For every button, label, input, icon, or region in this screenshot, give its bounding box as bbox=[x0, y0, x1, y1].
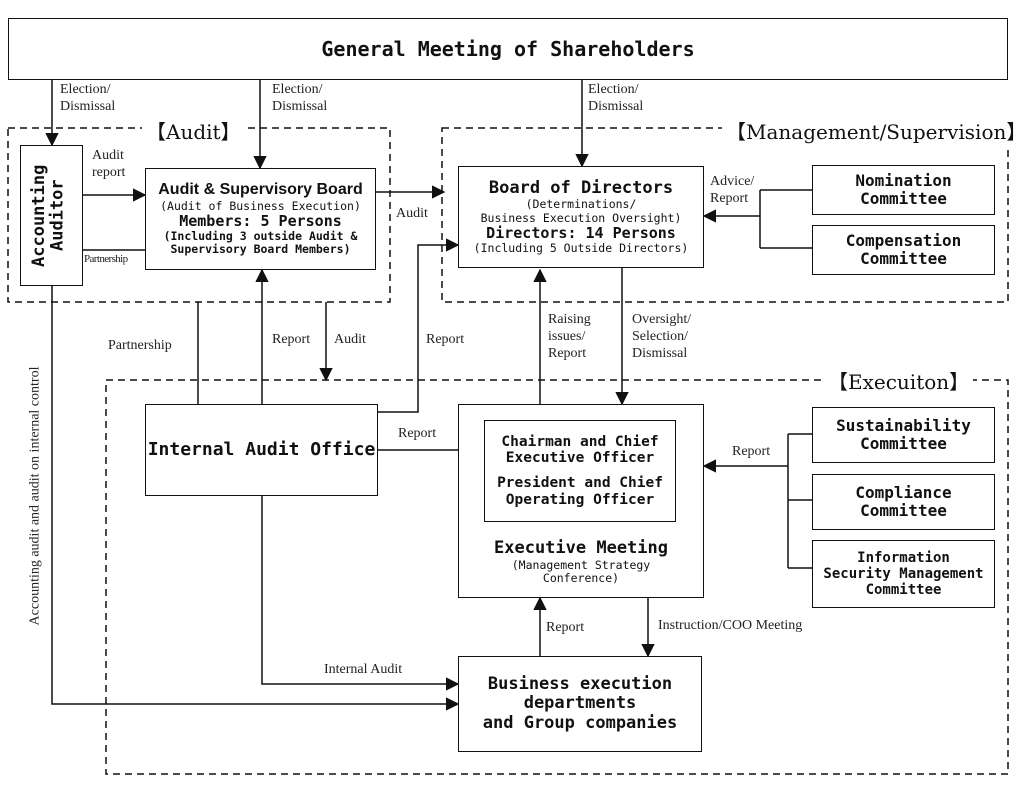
section-title-execution: 【Execuiton】 bbox=[824, 366, 974, 395]
compliance-line1: Compliance bbox=[855, 482, 952, 502]
label-audit-board-arrow: Audit bbox=[396, 206, 428, 221]
label-audit-report: Audit report bbox=[92, 148, 126, 180]
board-title: Board of Directors bbox=[488, 177, 674, 198]
chairman-line1: Chairman and Chief bbox=[501, 433, 659, 450]
accounting-audit-arrow bbox=[51, 286, 460, 711]
audit-board-members: Members: 5 Persons bbox=[179, 211, 342, 230]
label-report-audit-board: Report bbox=[272, 332, 311, 347]
audit-board-box: Audit & Supervisory Board (Audit of Busi… bbox=[145, 168, 376, 270]
executive-meeting-sub1: (Management Strategy bbox=[511, 557, 651, 572]
audit-board-sub: (Audit of Business Execution) bbox=[160, 198, 361, 213]
accounting-auditor-label: Accounting Auditor bbox=[28, 164, 68, 267]
section-title-management: 【Management/Supervision】 bbox=[722, 116, 1024, 145]
executive-meeting-title: Executive Meeting bbox=[494, 538, 668, 559]
compliance-committee-box: Compliance Committee bbox=[812, 474, 995, 530]
label-election-audit-board: Election/ Dismissal bbox=[272, 82, 328, 114]
compliance-line2: Committee bbox=[860, 501, 947, 520]
board-directors: Directors: 14 Persons bbox=[486, 223, 676, 242]
label-election-auditor: Election/ Dismissal bbox=[60, 82, 116, 114]
audit-section-frame bbox=[7, 127, 391, 303]
label-advice-report: Advice/ Report bbox=[710, 174, 755, 206]
label-instruction: Instruction/COO Meeting bbox=[658, 618, 803, 633]
board-sub1: (Determinations/ bbox=[525, 197, 637, 212]
executive-meeting-sub2: Conference) bbox=[542, 570, 620, 585]
accounting-auditor-box: Accounting Auditor bbox=[20, 145, 83, 286]
shareholders-title: General Meeting of Shareholders bbox=[321, 36, 695, 61]
section-title-audit: 【Audit】 bbox=[142, 116, 245, 145]
label-report-committees: Report bbox=[732, 444, 771, 459]
sustainability-line2: Committee bbox=[860, 434, 947, 453]
label-election-board: Election/ Dismissal bbox=[588, 82, 644, 114]
label-accounting-audit-vertical: Accounting audit and audit on internal c… bbox=[27, 366, 43, 626]
label-internal-audit: Internal Audit bbox=[324, 662, 403, 677]
board-sub2: Business Execution Oversight) bbox=[480, 210, 682, 225]
label-raising-issues: Raising issues/ Report bbox=[548, 312, 591, 361]
business-line3: and Group companies bbox=[482, 712, 678, 733]
nomination-committee-box: Nomination Committee bbox=[812, 165, 995, 215]
compensation-line2: Committee bbox=[860, 249, 947, 268]
officers-box: Chairman and Chief Executive Officer Pre… bbox=[484, 420, 676, 522]
infosec-line1: Information bbox=[857, 549, 950, 566]
president-line1: President and Chief bbox=[497, 475, 663, 491]
internal-audit-office-box: Internal Audit Office bbox=[145, 404, 378, 496]
business-line2: departments bbox=[523, 693, 637, 714]
label-report-iao: Report bbox=[398, 426, 437, 441]
president-line2: Operating Officer bbox=[505, 491, 655, 508]
label-report-board: Report bbox=[426, 332, 465, 347]
chairman-line2: Executive Officer bbox=[505, 450, 655, 467]
label-oversight: Oversight/ Selection/ Dismissal bbox=[632, 312, 692, 361]
board-note: (Including 5 Outside Directors) bbox=[473, 241, 689, 255]
infosec-committee-box: Information Security Management Committe… bbox=[812, 540, 995, 608]
infosec-line2: Security Management bbox=[823, 565, 984, 582]
audit-board-note2: Supervisory Board Members) bbox=[170, 242, 351, 257]
audit-board-note1: (Including 3 outside Audit & bbox=[163, 229, 358, 244]
internal-audit-arrow bbox=[261, 496, 460, 691]
sustainability-committee-box: Sustainability Committee bbox=[812, 407, 995, 463]
shareholders-box: General Meeting of Shareholders bbox=[8, 18, 1008, 80]
label-partnership-small: Partnership bbox=[84, 253, 128, 265]
compensation-line1: Compensation bbox=[845, 230, 962, 250]
label-report-business: Report bbox=[546, 620, 585, 635]
business-execution-box: Business execution departments and Group… bbox=[458, 656, 702, 752]
compensation-committee-box: Compensation Committee bbox=[812, 225, 995, 275]
label-audit-iao: Audit bbox=[334, 332, 366, 347]
board-of-directors-box: Board of Directors (Determinations/ Busi… bbox=[458, 166, 704, 268]
nomination-line1: Nomination bbox=[855, 170, 952, 190]
nomination-line2: Committee bbox=[860, 189, 947, 208]
audit-board-title: Audit & Supervisory Board bbox=[158, 181, 363, 199]
label-partnership: Partnership bbox=[108, 338, 172, 353]
infosec-line3: Committee bbox=[865, 582, 942, 599]
internal-audit-office-label: Internal Audit Office bbox=[147, 438, 376, 460]
execution-section-frame bbox=[105, 379, 1009, 775]
report-arrow-board bbox=[378, 238, 460, 413]
sustainability-line1: Sustainability bbox=[836, 415, 971, 435]
business-line1: Business execution bbox=[487, 673, 673, 694]
